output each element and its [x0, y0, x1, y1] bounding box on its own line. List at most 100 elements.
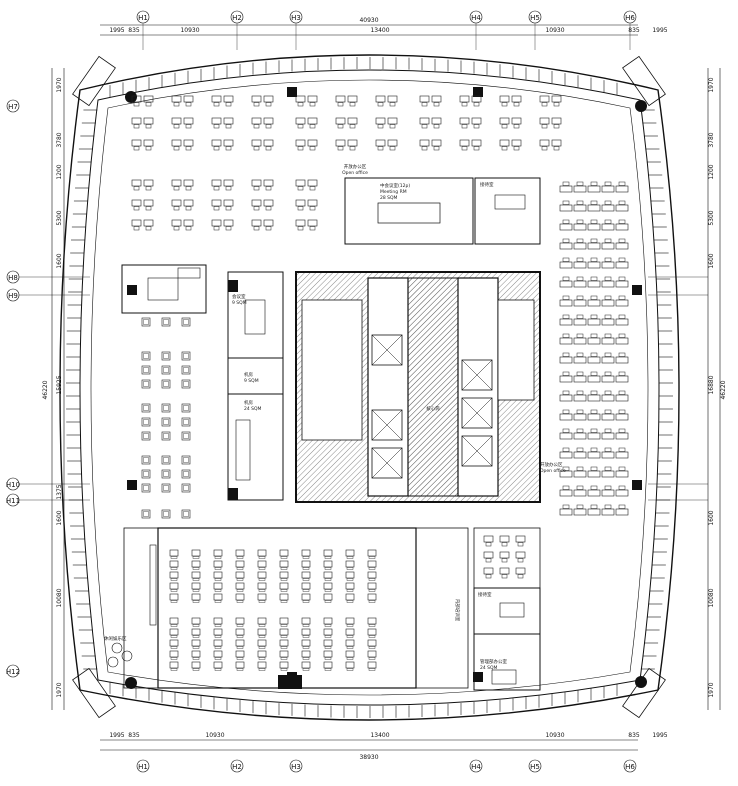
- desk: [387, 139, 398, 151]
- chair: [257, 650, 267, 660]
- chair: [257, 571, 267, 581]
- chair: [213, 617, 223, 627]
- desk: [307, 139, 318, 151]
- desk: [587, 485, 601, 497]
- desk: [573, 428, 587, 440]
- chair: [323, 661, 333, 671]
- desk: [307, 179, 318, 191]
- desk: [347, 95, 358, 107]
- seat: [181, 317, 191, 327]
- desk: [295, 117, 306, 129]
- desk: [375, 95, 386, 107]
- desk: [263, 139, 274, 151]
- desk: [499, 551, 510, 563]
- desk: [183, 179, 194, 191]
- grid-bottom-4: H4: [471, 763, 481, 771]
- open-office-top-label-en: Open office: [342, 170, 368, 176]
- leisure-label: 休闲娱乐区: [104, 635, 127, 642]
- desk: [615, 466, 629, 478]
- desk: [601, 428, 615, 440]
- desk: [459, 139, 470, 151]
- open-office-right-label-en: Open office: [540, 468, 566, 474]
- desk: [223, 139, 234, 151]
- grid-bottom-2: H2: [232, 763, 242, 771]
- chair: [235, 628, 245, 638]
- desk: [587, 257, 601, 269]
- desk: [601, 257, 615, 269]
- dim-bottom-4: 13400: [370, 732, 389, 739]
- desk: [601, 466, 615, 478]
- desk: [223, 179, 234, 191]
- chair: [279, 549, 289, 559]
- desk: [601, 504, 615, 516]
- chair: [345, 571, 355, 581]
- seat: [181, 431, 191, 441]
- desk: [587, 390, 601, 402]
- desk: [559, 257, 573, 269]
- dim-top-4: 13400: [370, 27, 389, 34]
- seat: [161, 365, 171, 375]
- seat: [161, 509, 171, 519]
- core-label: 核心筒: [426, 405, 440, 412]
- desk: [211, 117, 222, 129]
- desk: [559, 447, 573, 459]
- seat: [161, 483, 171, 493]
- desk: [295, 179, 306, 191]
- desk: [251, 179, 262, 191]
- desk: [551, 117, 562, 129]
- training-chairs: [169, 549, 377, 671]
- chair: [257, 560, 267, 570]
- storage-b-area: 24 SQM: [244, 406, 262, 412]
- desk: [211, 179, 222, 191]
- dim-bottom-6: 835: [628, 732, 640, 739]
- chair: [191, 650, 201, 660]
- desk: [573, 333, 587, 345]
- right-bottom-offices: 接待室 管理部办公室 24 SQM: [473, 527, 541, 691]
- desk: [251, 139, 262, 151]
- desk: [615, 333, 629, 345]
- desk: [499, 535, 510, 547]
- chair: [279, 650, 289, 660]
- chair: [191, 617, 201, 627]
- desk: [263, 179, 274, 191]
- seat: [141, 455, 151, 465]
- desk: [615, 485, 629, 497]
- seat: [141, 469, 151, 479]
- desk: [559, 352, 573, 364]
- desk: [559, 238, 573, 250]
- dim-left-4: 5300: [56, 210, 63, 225]
- desk: [573, 219, 587, 231]
- desk: [251, 219, 262, 231]
- desk: [615, 314, 629, 326]
- desk: [559, 200, 573, 212]
- grid-left-1: H7: [8, 103, 18, 111]
- seat: [181, 379, 191, 389]
- desk: [387, 95, 398, 107]
- manager-office-area: 24 SQM: [480, 665, 498, 671]
- grid-left-6: H12: [6, 668, 20, 676]
- dim-left-10: 1970: [56, 682, 63, 697]
- chair: [191, 628, 201, 638]
- desk: [587, 466, 601, 478]
- seat: [141, 351, 151, 361]
- desk: [615, 352, 629, 364]
- dim-right-9: 1970: [708, 682, 715, 697]
- reception-room: 接待室: [474, 177, 541, 245]
- desk: [143, 219, 154, 231]
- desk: [539, 139, 550, 151]
- desk: [295, 219, 306, 231]
- desk: [515, 567, 526, 579]
- desk: [559, 409, 573, 421]
- desk: [143, 95, 154, 107]
- desk: [183, 139, 194, 151]
- chair: [279, 571, 289, 581]
- desk: [601, 333, 615, 345]
- desk: [171, 139, 182, 151]
- manager-office-label: 管理部办公室: [480, 658, 507, 665]
- chair: [235, 661, 245, 671]
- desk: [143, 139, 154, 151]
- chair: [367, 571, 377, 581]
- grid-top-6: H6: [625, 14, 635, 22]
- seat: [161, 455, 171, 465]
